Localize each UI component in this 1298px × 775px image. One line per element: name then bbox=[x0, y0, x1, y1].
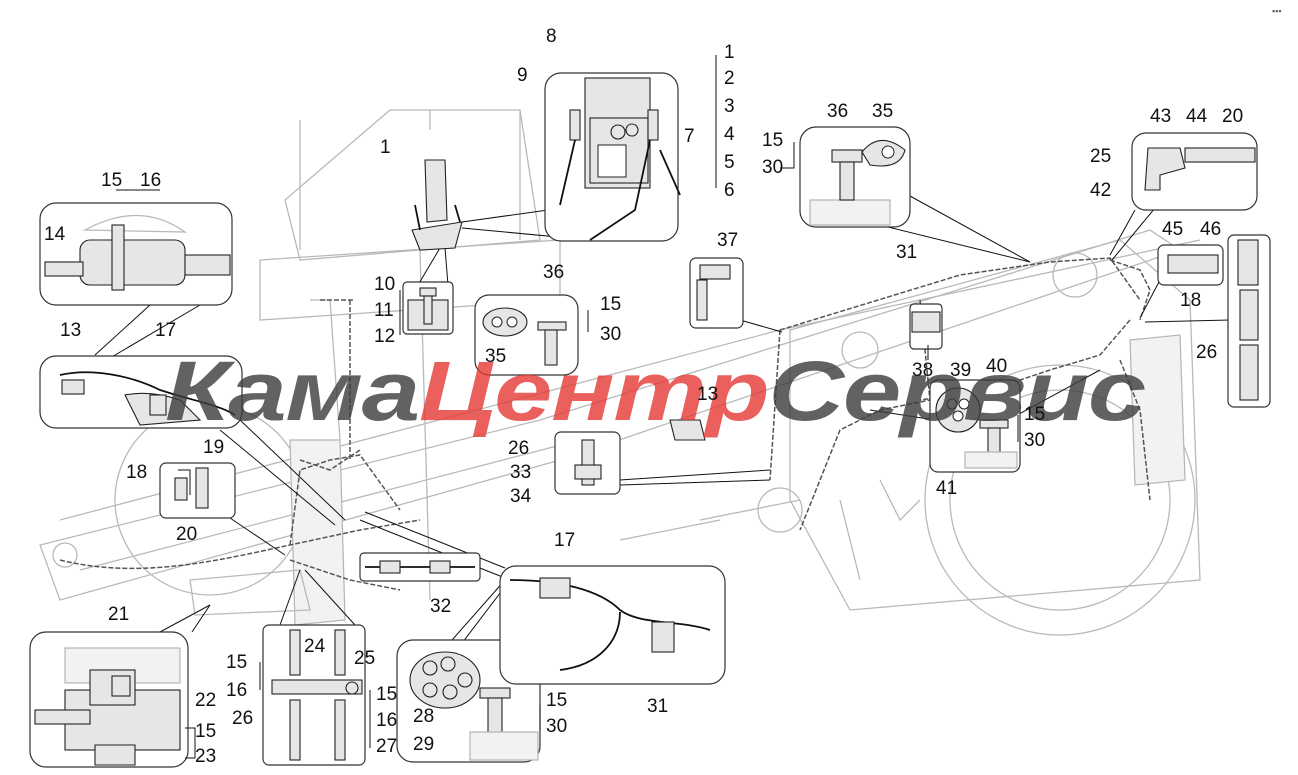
callout-15: 15 bbox=[762, 130, 783, 151]
inset-clamp-right bbox=[799, 126, 911, 228]
callout-15: 15 bbox=[195, 721, 216, 742]
inset-hose-46 bbox=[1227, 234, 1271, 408]
inset-clamp-35-36 bbox=[474, 294, 579, 376]
inset-harness-31 bbox=[499, 565, 726, 685]
callout-18: 18 bbox=[1180, 290, 1201, 311]
inset-valve-18-20 bbox=[159, 462, 236, 519]
callout-34: 34 bbox=[510, 486, 532, 507]
watermark-kama: Кама bbox=[165, 344, 419, 438]
callout-15: 15 bbox=[376, 684, 397, 705]
callout-1: 1 bbox=[380, 137, 391, 158]
inset-elbow-43 bbox=[1131, 132, 1258, 211]
callout-17: 17 bbox=[554, 530, 575, 551]
watermark-servis: Сервис bbox=[768, 344, 1145, 438]
callout-9: 9 bbox=[517, 65, 528, 86]
callout-13: 13 bbox=[697, 384, 718, 405]
callout-31: 31 bbox=[647, 696, 668, 717]
callout-8: 8 bbox=[546, 26, 557, 47]
callout-37: 37 bbox=[717, 230, 738, 251]
callout-46: 46 bbox=[1200, 219, 1221, 240]
callout-30: 30 bbox=[546, 716, 567, 737]
callout-11: 11 bbox=[374, 300, 394, 321]
callout-1: 1 bbox=[724, 42, 735, 63]
callout-23: 23 bbox=[195, 746, 216, 767]
callout-25: 25 bbox=[354, 648, 375, 669]
inset-plug-40 bbox=[929, 379, 1021, 473]
inset-bolt-10-12 bbox=[402, 281, 454, 335]
watermark-centr: Центр bbox=[419, 344, 768, 438]
callout-18: 18 bbox=[126, 462, 147, 483]
callout-16: 16 bbox=[226, 680, 247, 701]
callout-15: 15 bbox=[101, 170, 122, 191]
callout-19: 19 bbox=[203, 437, 224, 458]
callout-30: 30 bbox=[600, 324, 621, 345]
callout-32: 32 bbox=[430, 596, 451, 617]
callout-5: 5 bbox=[724, 152, 735, 173]
callout-14: 14 bbox=[44, 224, 66, 245]
inset-block-21-23 bbox=[29, 631, 189, 768]
inset-elbow-37 bbox=[689, 257, 744, 329]
inset-fitting-33 bbox=[554, 431, 621, 495]
callout-29: 29 bbox=[413, 734, 434, 755]
callout-10: 10 bbox=[374, 274, 395, 295]
callout-39: 39 bbox=[950, 360, 971, 381]
callout-35: 35 bbox=[485, 346, 506, 367]
corner-mark: ▪▪▪ bbox=[1272, 6, 1282, 16]
callout-31: 31 bbox=[896, 242, 917, 263]
callout-42: 42 bbox=[1090, 180, 1111, 201]
callout-12: 12 bbox=[374, 326, 395, 347]
callout-30: 30 bbox=[762, 157, 783, 178]
inset-manifold-24-27 bbox=[262, 624, 366, 766]
callout-36: 36 bbox=[543, 262, 564, 283]
callout-40: 40 bbox=[986, 356, 1007, 377]
callout-33: 33 bbox=[510, 462, 531, 483]
callout-25: 25 bbox=[1090, 146, 1111, 167]
callout-35: 35 bbox=[872, 101, 893, 122]
callout-45: 45 bbox=[1162, 219, 1183, 240]
callout-15: 15 bbox=[546, 690, 567, 711]
callout-24: 24 bbox=[304, 636, 326, 657]
callout-6: 6 bbox=[724, 180, 735, 201]
callout-27: 27 bbox=[376, 736, 397, 757]
callout-7: 7 bbox=[684, 126, 695, 147]
callout-26: 26 bbox=[1196, 342, 1217, 363]
inset-clip-38 bbox=[909, 303, 943, 350]
bracket-lines bbox=[116, 55, 1019, 759]
callout-20: 20 bbox=[1222, 106, 1243, 127]
callout-28: 28 bbox=[413, 706, 434, 727]
callout-2: 2 bbox=[724, 68, 735, 89]
inset-bolt-45 bbox=[1157, 244, 1224, 286]
callout-15: 15 bbox=[1024, 404, 1045, 425]
inset-filter-14 bbox=[39, 202, 233, 306]
callout-17: 17 bbox=[155, 320, 176, 341]
callout-21: 21 bbox=[108, 604, 129, 625]
callout-3: 3 bbox=[724, 96, 735, 117]
callout-16: 16 bbox=[376, 710, 397, 731]
callout-44: 44 bbox=[1186, 106, 1208, 127]
callout-22: 22 bbox=[195, 690, 216, 711]
callout-13: 13 bbox=[60, 320, 81, 341]
callout-26: 26 bbox=[232, 708, 253, 729]
callout-15: 15 bbox=[226, 652, 247, 673]
callout-43: 43 bbox=[1150, 106, 1171, 127]
inset-hose-32 bbox=[359, 552, 481, 582]
inset-leaders bbox=[94, 195, 1231, 673]
callout-15: 15 bbox=[600, 294, 621, 315]
callout-38: 38 bbox=[912, 360, 933, 381]
callout-41: 41 bbox=[936, 478, 957, 499]
callout-16: 16 bbox=[140, 170, 161, 191]
callout-4: 4 bbox=[724, 124, 735, 145]
sensor-13 bbox=[669, 419, 706, 441]
callout-36: 36 bbox=[827, 101, 848, 122]
callout-26: 26 bbox=[508, 438, 529, 459]
inset-connector-17 bbox=[39, 355, 243, 429]
callout-20: 20 bbox=[176, 524, 197, 545]
inset-control-box bbox=[544, 72, 681, 242]
callout-30: 30 bbox=[1024, 430, 1045, 451]
inset-tower bbox=[411, 159, 463, 251]
